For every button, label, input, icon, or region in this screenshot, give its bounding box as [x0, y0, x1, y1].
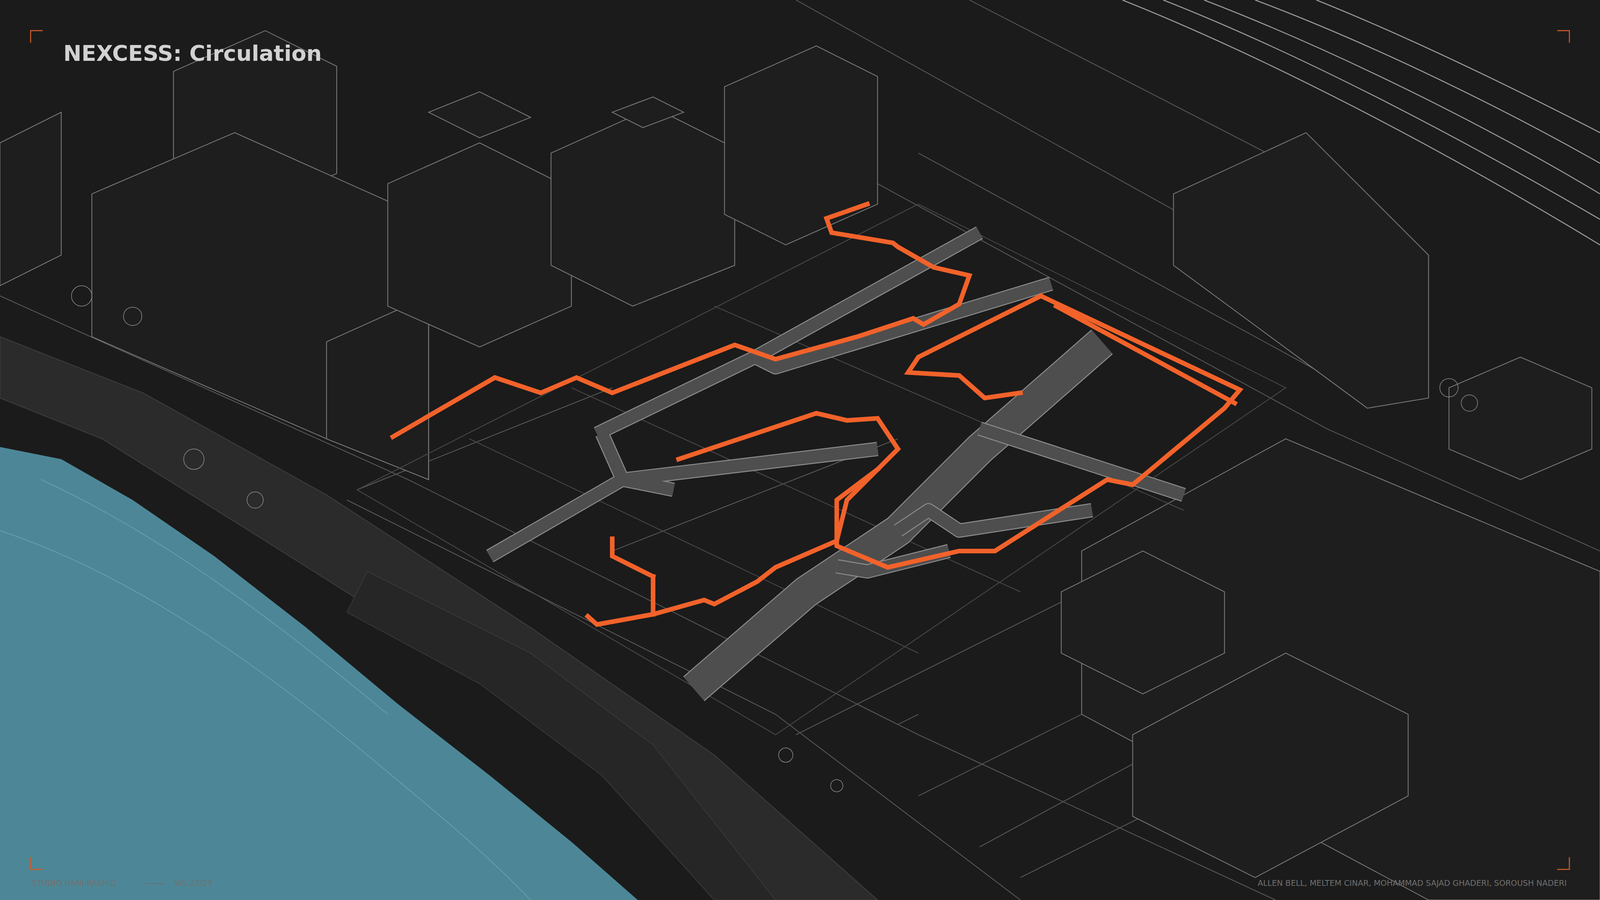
- footer-note: STUDIO HANI RASHID: [31, 878, 117, 888]
- footer-separator: [145, 883, 166, 884]
- highway-ramp: [347, 571, 776, 900]
- buildings: [0, 30, 1600, 900]
- site-parcels: [357, 204, 1286, 735]
- footer-note: WS 22/23: [174, 878, 213, 888]
- pedestrian-paths: [490, 232, 1184, 689]
- footer-note: ALLEN BELL, MELTEM CINAR, MOHAMMAD SAJAD…: [1257, 878, 1567, 888]
- highway: [0, 336, 878, 900]
- circulation-routes: [392, 204, 1240, 625]
- corner-marks: [30, 30, 1570, 870]
- slide-title: NEXCESS: Circulation: [63, 40, 322, 66]
- river-bank-lines: [0, 479, 531, 900]
